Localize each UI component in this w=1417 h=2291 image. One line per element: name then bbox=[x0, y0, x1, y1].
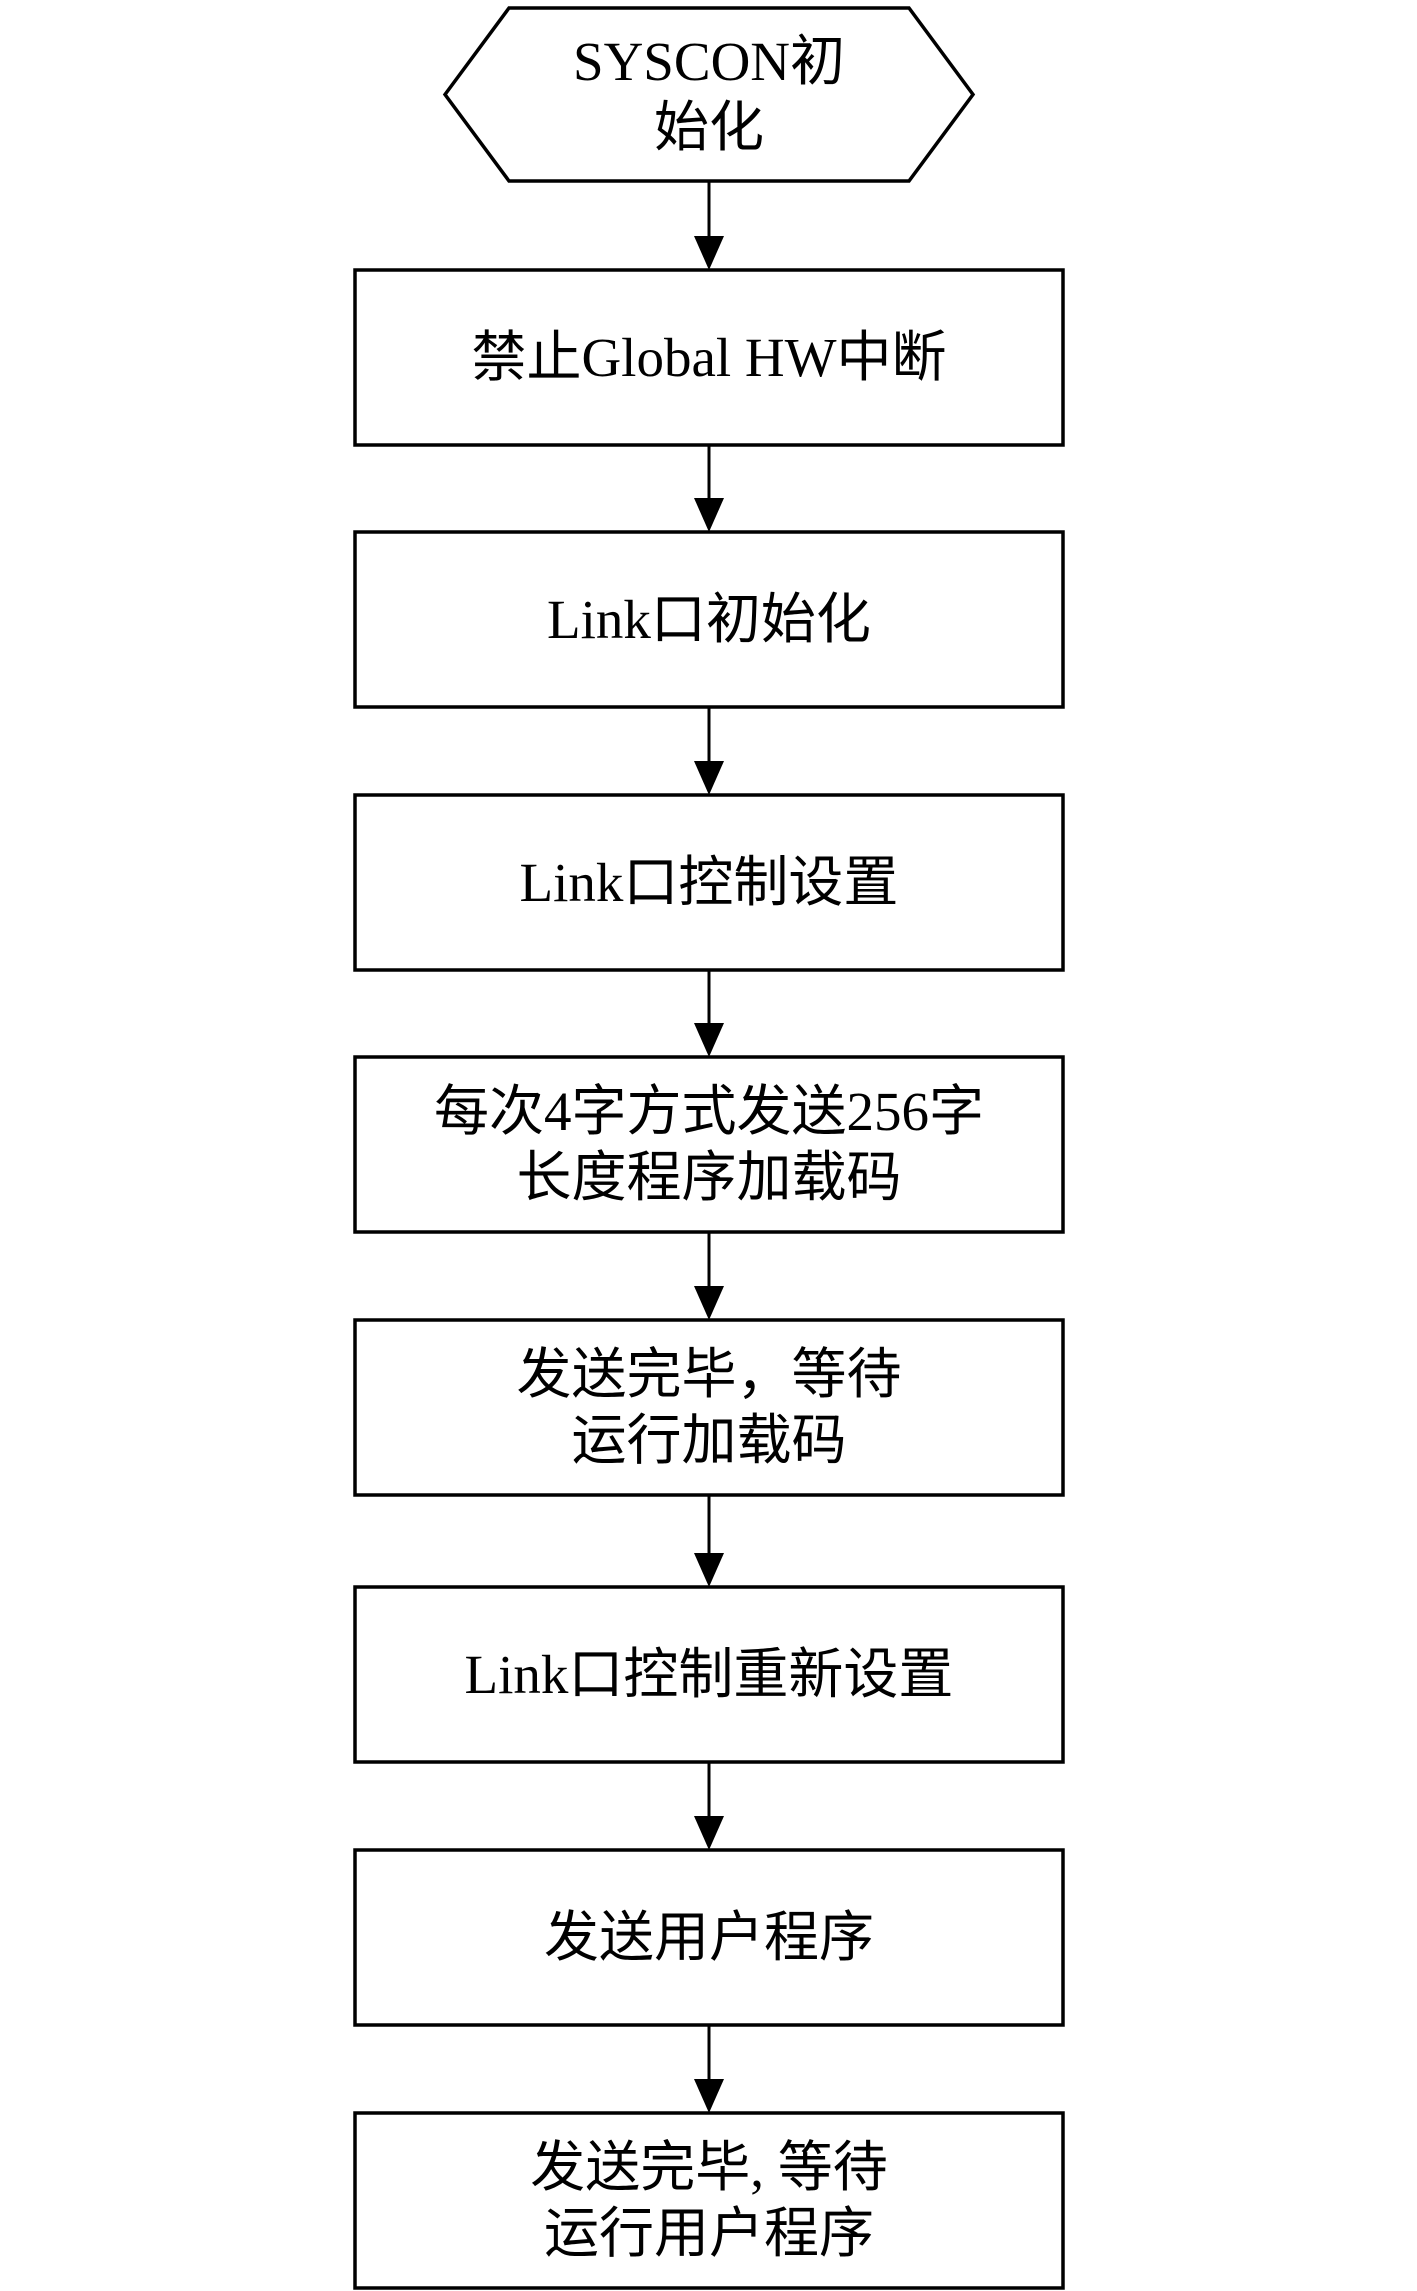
edge-wait-loader-to-link-control-reset bbox=[694, 1495, 724, 1587]
node-disable-interrupt-label-1: 禁止Global HW中断 bbox=[471, 327, 946, 388]
node-wait-loader-label-1: 发送完毕，等待 bbox=[516, 1344, 901, 1405]
node-send-loader-label-2: 长度程序加载码 bbox=[516, 1147, 901, 1208]
node-link-init: Link口初始化 bbox=[353, 530, 1065, 709]
node-link-init-box bbox=[353, 530, 1065, 709]
node-send-user-program-box bbox=[353, 1848, 1065, 2027]
node-link-control-setup-box bbox=[353, 793, 1065, 972]
arrowhead-icon bbox=[694, 1816, 724, 1850]
node-link-control-setup: Link口控制设置 bbox=[353, 793, 1065, 972]
node-start-label-2: 始化 bbox=[654, 97, 764, 158]
node-wait-loader-label-2: 运行加载码 bbox=[571, 1410, 846, 1471]
node-disable-interrupt-box bbox=[353, 268, 1065, 447]
node-link-control-reset-label-1: Link口控制重新设置 bbox=[465, 1644, 954, 1705]
node-link-control-reset: Link口控制重新设置 bbox=[353, 1585, 1065, 1764]
node-send-user-program-label-1: 发送用户程序 bbox=[544, 1907, 874, 1968]
node-wait-user-program-label-2: 运行用户程序 bbox=[544, 2203, 874, 2264]
arrowhead-icon bbox=[694, 1023, 724, 1057]
node-send-loader-label-1: 每次4字方式发送256字 bbox=[434, 1081, 984, 1142]
arrowhead-icon bbox=[694, 236, 724, 270]
node-link-control-reset-box bbox=[353, 1585, 1065, 1764]
edge-send-loader-to-wait-loader bbox=[694, 1232, 724, 1320]
node-wait-user-program-box bbox=[353, 2111, 1065, 2290]
arrowhead-icon bbox=[694, 498, 724, 532]
arrowhead-icon bbox=[694, 761, 724, 795]
arrowhead-icon bbox=[694, 1553, 724, 1587]
edge-link-control-reset-to-send-user-program bbox=[694, 1762, 724, 1850]
node-wait-user-program-label-1: 发送完毕, 等待 bbox=[530, 2137, 888, 2198]
node-start-label-1: SYSCON初 bbox=[573, 31, 845, 92]
edge-send-user-program-to-wait-user-program bbox=[694, 2025, 724, 2113]
node-link-control-setup-label-1: Link口控制设置 bbox=[520, 852, 899, 913]
arrowhead-icon bbox=[694, 1286, 724, 1320]
node-link-init-label-1: Link口初始化 bbox=[547, 589, 871, 650]
node-start-hexagon bbox=[442, 6, 976, 183]
edge-disable-interrupt-to-link-init bbox=[694, 445, 724, 532]
flowchart-edges bbox=[694, 181, 724, 2113]
edge-link-control-setup-to-send-loader bbox=[694, 970, 724, 1057]
node-send-loader-box bbox=[353, 1055, 1065, 1234]
node-send-user-program: 发送用户程序 bbox=[353, 1848, 1065, 2027]
edge-link-init-to-link-control-setup bbox=[694, 707, 724, 795]
edge-start-to-disable-interrupt bbox=[694, 181, 724, 270]
arrowhead-icon bbox=[694, 2079, 724, 2113]
node-wait-loader-box bbox=[353, 1318, 1065, 1497]
node-disable-interrupt: 禁止Global HW中断 bbox=[353, 268, 1065, 447]
